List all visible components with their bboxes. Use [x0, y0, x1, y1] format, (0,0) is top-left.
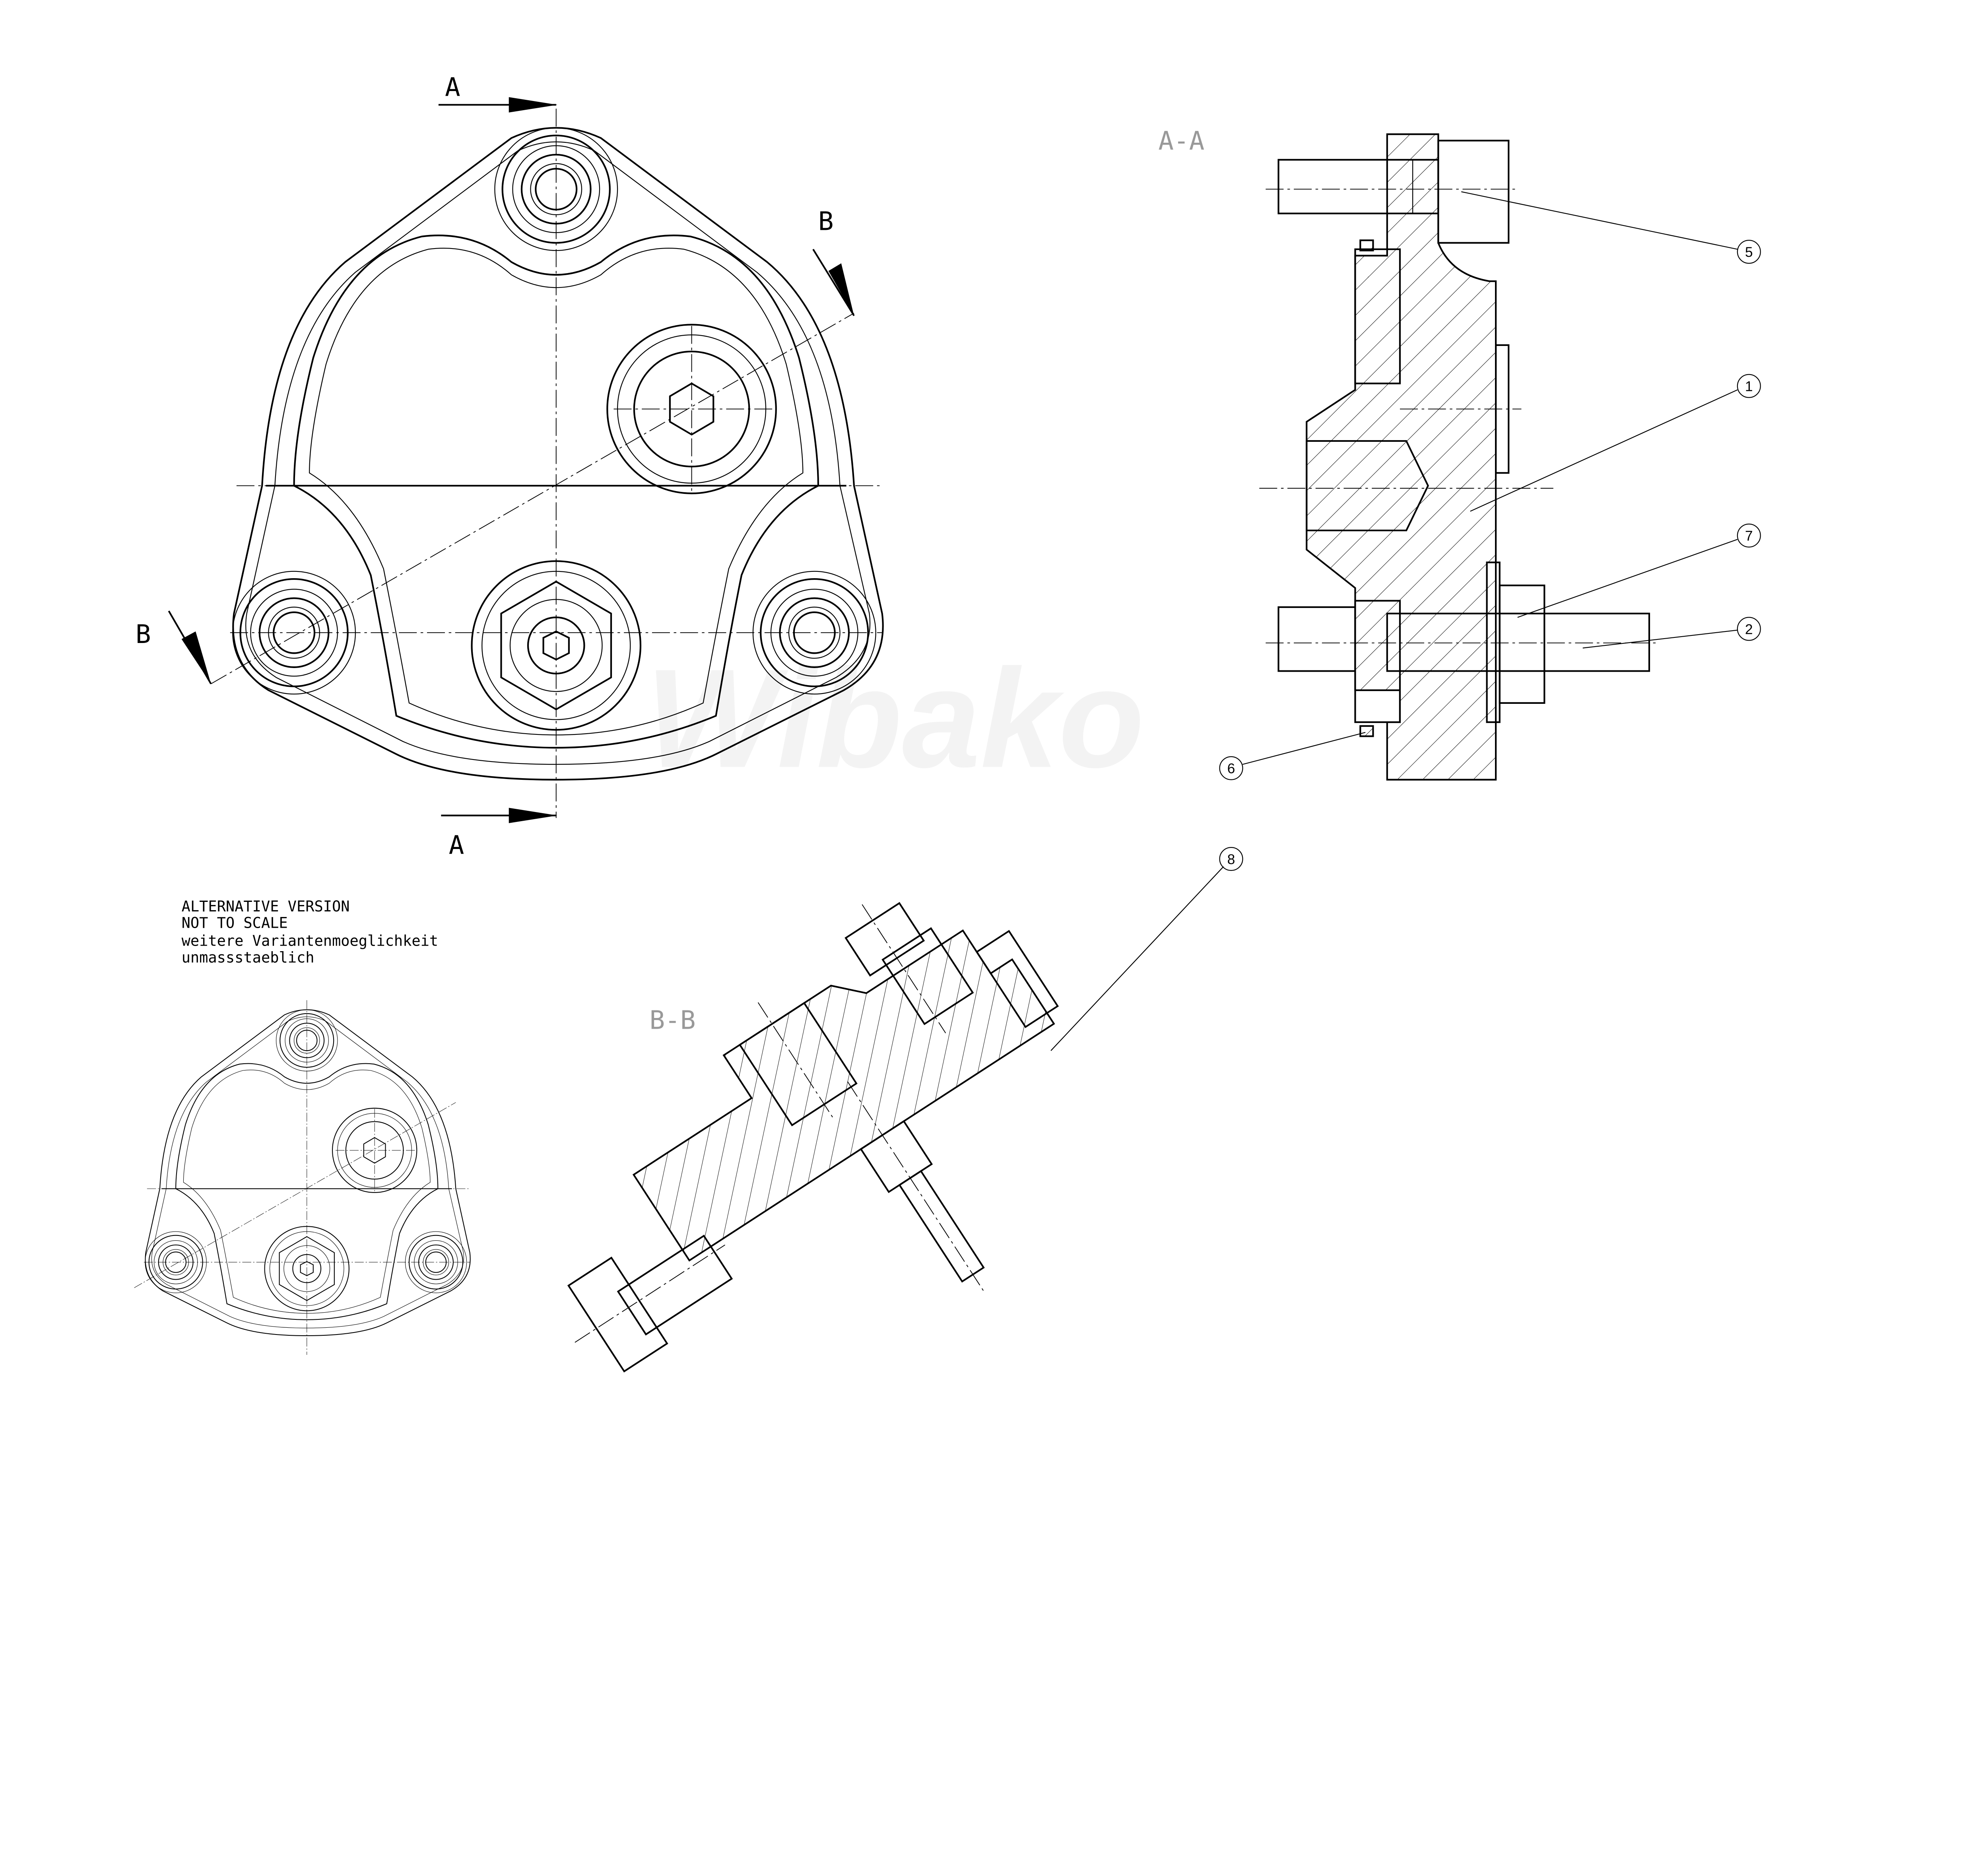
section-arrow-a-top — [438, 97, 557, 113]
note-line-2: NOT TO SCALE — [182, 915, 288, 932]
section-bb-view: B-B — [567, 902, 1059, 1373]
section-label-a-bottom: A — [449, 830, 464, 860]
section-arrow-b-bottom — [168, 610, 212, 684]
alternative-version-view — [134, 1000, 470, 1355]
svg-text:2: 2 — [1745, 622, 1753, 637]
balloon-5: 5 — [1737, 240, 1761, 264]
section-arrow-a-bottom — [441, 808, 557, 824]
drawing-sheet: Wibako A A B B A-A — [134, 72, 1761, 1373]
note-line-4: unmassstaeblich — [182, 949, 315, 966]
balloon-6: 6 — [1219, 756, 1243, 780]
section-label-a-top: A — [445, 72, 460, 102]
watermark-logo: Wibako — [646, 640, 1145, 797]
section-bb-title: B-B — [649, 1006, 695, 1035]
svg-text:6: 6 — [1227, 761, 1235, 777]
alternative-version-note: ALTERNATIVE VERSION NOT TO SCALE weitere… — [182, 898, 439, 966]
section-label-b-top: B — [818, 207, 834, 237]
balloon-7: 7 — [1737, 523, 1761, 548]
svg-text:7: 7 — [1745, 528, 1753, 544]
svg-text:1: 1 — [1745, 379, 1753, 394]
note-line-3: weitere Variantenmoeglichkeit — [182, 932, 439, 950]
svg-text:8: 8 — [1227, 852, 1235, 867]
technical-drawing: Wibako A A B B A-A — [0, 72, 1761, 1373]
section-arrow-b-top — [812, 249, 855, 317]
balloon-8: 8 — [1219, 847, 1243, 871]
section-aa-title: A-A — [1158, 126, 1204, 156]
front-view: A A B B — [136, 72, 883, 860]
svg-text:5: 5 — [1745, 245, 1753, 260]
section-aa-view: A-A — [1050, 126, 1738, 1051]
note-line-1: ALTERNATIVE VERSION — [182, 898, 350, 915]
balloon-2: 2 — [1737, 617, 1761, 641]
balloon-1: 1 — [1737, 374, 1761, 398]
section-label-b-bottom: B — [136, 620, 151, 649]
